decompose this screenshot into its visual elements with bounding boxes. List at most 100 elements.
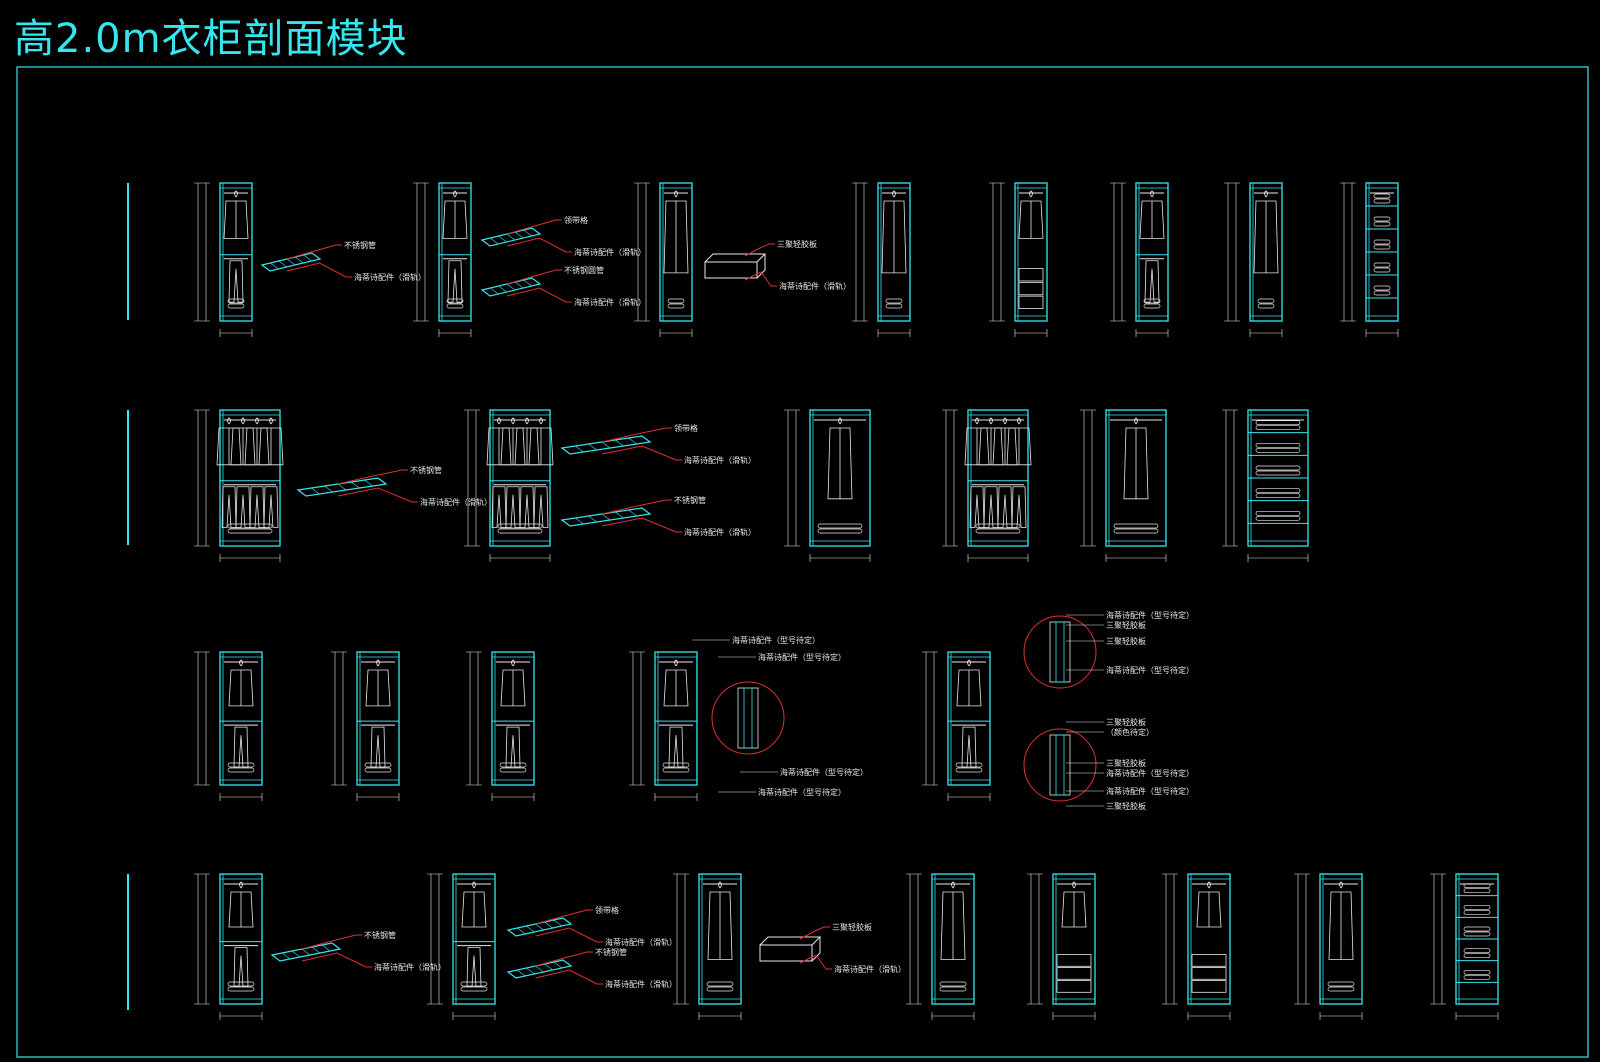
drawer: [1018, 295, 1044, 309]
folded-clothes-icon: [1463, 931, 1491, 937]
drawer: [1018, 268, 1044, 282]
drawer: [1056, 967, 1092, 980]
trousers-icon: [370, 726, 386, 768]
folded-clothes-icon: [1463, 904, 1491, 910]
garment-icon: [992, 417, 1018, 466]
leader-line: [535, 927, 603, 943]
leader-line: [506, 219, 562, 235]
wardrobe-section: [194, 651, 263, 801]
folded-clothes-icon: [1255, 447, 1301, 453]
folded-clothes-icon: [1373, 216, 1391, 222]
garment-icon: [528, 417, 554, 466]
wardrobe-section: [413, 182, 472, 337]
callout-label: 领带格: [564, 215, 588, 225]
cabinet-outline: [967, 409, 1029, 547]
callout-label: 海蒂诗配件（滑轨）: [834, 964, 906, 974]
leader-line: [506, 237, 572, 253]
folded-clothes-icon: [1143, 303, 1161, 309]
trousers-icon: [447, 260, 463, 303]
garment-icon: [881, 190, 907, 274]
folded-clothes-icon: [939, 981, 967, 987]
callout-label: 不锈钢圆管: [564, 265, 604, 275]
garment-icon: [1018, 190, 1044, 239]
folded-clothes-icon: [227, 303, 245, 309]
trousers-icon: [961, 726, 977, 768]
folded-clothes-icon: [227, 298, 245, 304]
folded-clothes-icon: [460, 986, 488, 992]
trousers-icon: [997, 486, 1013, 528]
folded-clothes-icon: [1255, 442, 1301, 448]
folded-clothes-icon: [1463, 953, 1491, 959]
folded-clothes-icon: [1373, 193, 1391, 199]
cabinet-outline: [659, 182, 693, 322]
trousers-icon: [505, 486, 521, 528]
garment-icon: [827, 417, 853, 500]
folded-clothes-icon: [1463, 909, 1491, 915]
folded-clothes-icon: [1255, 465, 1301, 471]
wardrobe-section: [464, 409, 554, 562]
cabinet-outline: [809, 409, 871, 547]
folded-clothes-icon: [499, 762, 527, 768]
cabinet-outline: [1014, 182, 1048, 322]
folded-clothes-icon: [1373, 262, 1391, 268]
callout-label: 三聚轻胶板: [1106, 801, 1146, 811]
detail-circle: [1023, 615, 1097, 689]
garment-icon: [244, 417, 270, 466]
folded-clothes-icon: [446, 298, 464, 304]
callout-label: 三聚轻胶板: [1106, 636, 1146, 646]
cabinet-outline: [1249, 182, 1283, 322]
trousers-icon: [221, 486, 237, 528]
cabinet-outline: [489, 409, 551, 547]
leader-line: [744, 243, 775, 257]
folded-clothes-icon: [1255, 425, 1301, 431]
trousers-icon: [228, 260, 244, 303]
wardrobe-section: [427, 873, 496, 1020]
garment-icon: [1139, 190, 1165, 239]
callout-label: 三聚轻胶板: [777, 239, 817, 249]
trousers-icon: [249, 486, 265, 528]
folded-clothes-icon: [1373, 198, 1391, 204]
leader-line: [535, 909, 593, 925]
garment-icon: [223, 190, 249, 239]
cabinet-outline: [1052, 873, 1096, 1005]
folded-clothes-icon: [227, 767, 255, 773]
folded-clothes-icon: [1373, 290, 1391, 296]
folded-clothes-icon: [667, 298, 685, 304]
detail-circle: [1023, 728, 1097, 802]
folded-clothes-icon: [364, 767, 392, 773]
leader-line: [337, 487, 418, 503]
folded-clothes-icon: [1255, 515, 1301, 521]
folded-clothes-icon: [1257, 303, 1275, 309]
trousers-icon: [235, 486, 251, 528]
folded-clothes-icon: [1463, 948, 1491, 954]
callout-label: 海蒂诗配件（滑轨）: [684, 527, 756, 537]
folded-clothes-icon: [1327, 981, 1355, 987]
callout-label: 海蒂诗配件（滑轨）: [684, 455, 756, 465]
callout-label: 海蒂诗配件（型号待定）: [732, 635, 820, 645]
folded-clothes-icon: [667, 303, 685, 309]
wardrobe-section: [194, 182, 253, 337]
folded-clothes-icon: [817, 523, 863, 529]
callout-label: 三聚轻胶板: [1106, 620, 1146, 630]
garment-icon: [1253, 190, 1279, 274]
wardrobe-section: [922, 651, 991, 801]
trousers-icon: [519, 486, 535, 528]
callout-annotations: 不锈钢管海蒂诗配件（滑轨）领带格海蒂诗配件（滑轨）不锈钢圆管海蒂诗配件（滑轨）不…: [260, 215, 1194, 989]
garment-icon: [500, 417, 526, 466]
drawer: [1018, 281, 1044, 296]
folded-clothes-icon: [1255, 488, 1301, 494]
garment-icon: [514, 417, 540, 466]
folded-clothes-icon: [885, 298, 903, 304]
trousers-icon: [233, 947, 249, 987]
drawer: [1056, 980, 1092, 993]
folded-clothes-icon: [1373, 239, 1391, 245]
leader-line: [301, 934, 362, 950]
callout-label: 不锈钢管: [595, 947, 627, 957]
callout-label: 海蒂诗配件（型号待定）: [1106, 768, 1194, 778]
callout-label: 不锈钢管: [364, 930, 396, 940]
folded-clothes-icon: [939, 986, 967, 992]
garment-icon: [940, 881, 966, 960]
garment-icon: [663, 659, 689, 707]
drawer: [1191, 954, 1227, 967]
